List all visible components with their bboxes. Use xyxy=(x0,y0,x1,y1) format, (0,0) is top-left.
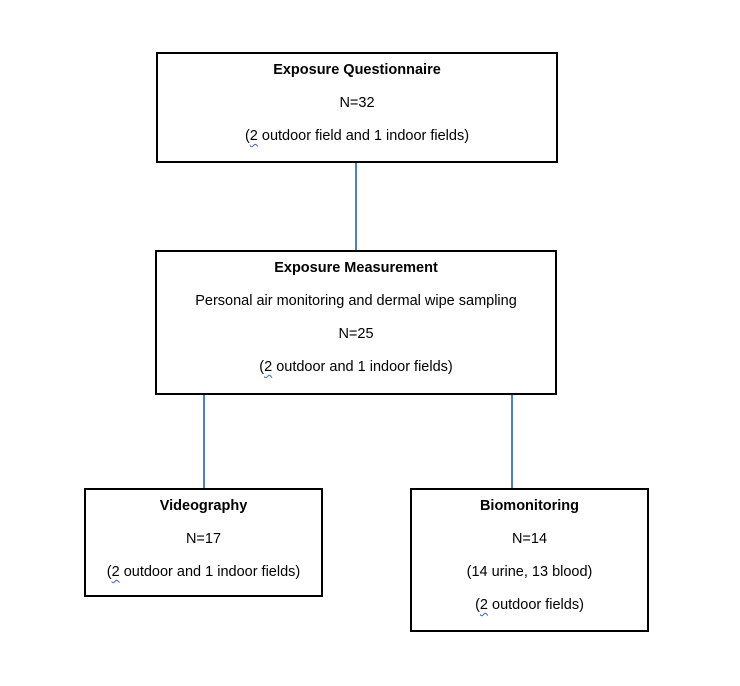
box-line-n: N=14 xyxy=(511,531,548,547)
flowchart-box-videography: Videography N=17 (2 outdoor and 1 indoor… xyxy=(84,488,323,597)
box-line-detail: (2 outdoor fields) xyxy=(475,597,584,613)
box-line-n: N=17 xyxy=(185,531,222,547)
box-line-n: N=32 xyxy=(339,95,375,111)
connector-measurement-to-biomonitoring xyxy=(511,395,513,488)
box-title: Biomonitoring xyxy=(479,498,580,514)
box-line-detail: (2 outdoor and 1 indoor fields) xyxy=(106,564,301,580)
box-line-samples: (14 urine, 13 blood) xyxy=(466,564,593,580)
connector-questionnaire-to-measurement xyxy=(355,163,357,250)
box-line-n: N=25 xyxy=(338,326,374,342)
flowchart-box-exposure-questionnaire: Exposure Questionnaire N=32 (2 outdoor f… xyxy=(156,52,558,163)
box-title: Exposure Questionnaire xyxy=(273,62,441,78)
box-line-subtitle: Personal air monitoring and dermal wipe … xyxy=(195,293,517,309)
box-title: Exposure Measurement xyxy=(274,260,438,276)
box-line-detail: (2 outdoor field and 1 indoor fields) xyxy=(244,128,470,144)
box-line-detail: (2 outdoor and 1 indoor fields) xyxy=(259,359,453,375)
flowchart-box-biomonitoring: Biomonitoring N=14 (14 urine, 13 blood) … xyxy=(410,488,649,632)
flowchart-box-exposure-measurement: Exposure Measurement Personal air monito… xyxy=(155,250,557,395)
connector-measurement-to-videography xyxy=(203,395,205,488)
box-title: Videography xyxy=(159,498,248,514)
